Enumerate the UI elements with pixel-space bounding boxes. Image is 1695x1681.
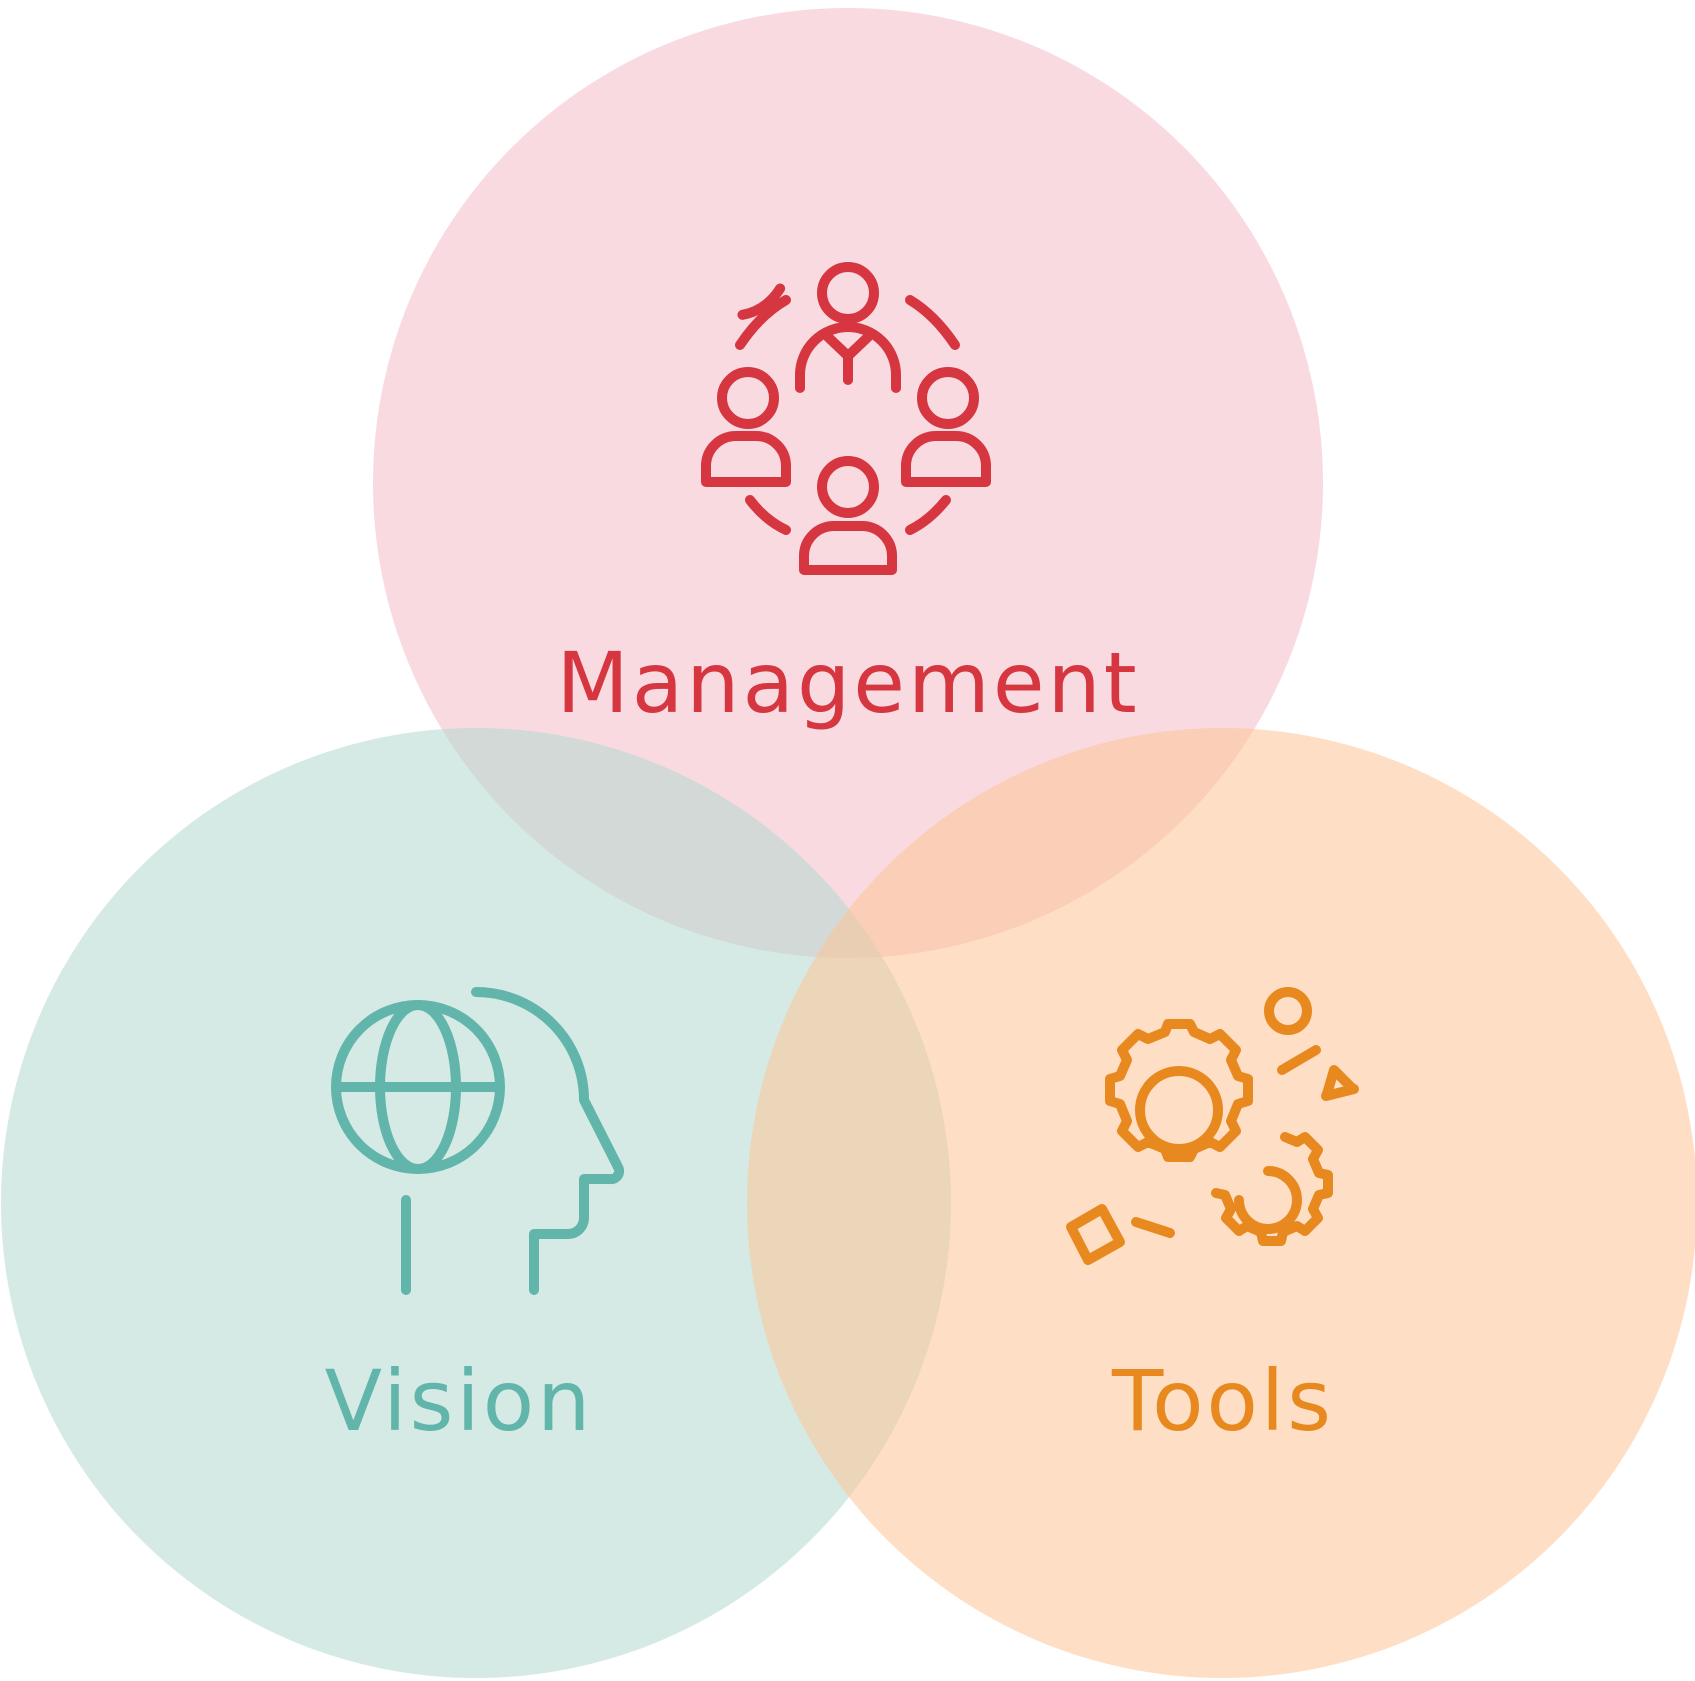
people-network-icon (701, 262, 991, 575)
head-globe-icon (331, 987, 625, 1295)
tools-label: Tools (1111, 1352, 1334, 1450)
tools-circle (747, 728, 1695, 1678)
venn-circles (1, 8, 1695, 1678)
management-circle (373, 8, 1323, 958)
management-label: Management (556, 634, 1139, 732)
vision-circle (1, 728, 951, 1678)
vision-label: Vision (325, 1352, 594, 1450)
gears-shapes-icon (1066, 987, 1359, 1265)
